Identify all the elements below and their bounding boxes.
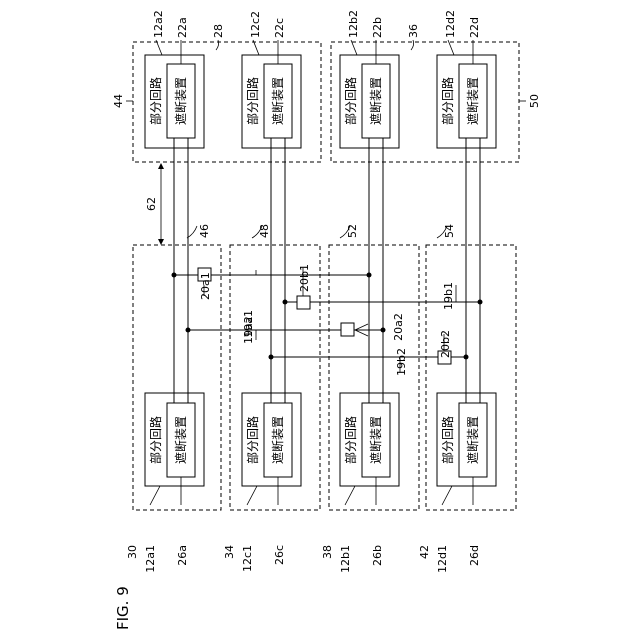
gap-arrow-62 [158, 163, 164, 245]
breaker-label: 遮断装置 [465, 416, 480, 464]
label-46: 46 [198, 224, 211, 238]
label-22a: 22a [176, 17, 189, 38]
label-19b2: 19b2 [395, 348, 408, 376]
label-54: 54 [443, 224, 456, 238]
label-12d2: 12d2 [444, 10, 457, 38]
label-22b: 22b [371, 17, 384, 38]
label-12a1: 12a1 [144, 545, 157, 573]
label-28: 28 [212, 24, 225, 38]
label-26c: 26c [273, 545, 286, 565]
subcircuit-label: 部分回路 [148, 416, 163, 464]
switch-20b1 [297, 296, 310, 309]
label-12b2: 12b2 [347, 10, 360, 38]
label-20a1: 20a1 [199, 272, 212, 300]
subcircuit-label: 部分回路 [343, 416, 358, 464]
subcircuit-label: 部分回路 [440, 77, 455, 125]
label-38: 38 [321, 545, 334, 559]
label-36: 36 [407, 24, 420, 38]
switch-20a2 [341, 323, 354, 336]
label-30: 30 [126, 545, 139, 559]
label-12a2: 12a2 [152, 10, 165, 38]
figure-label: FIG. 9 [114, 586, 132, 630]
subcircuit-label: 部分回路 [245, 416, 260, 464]
label-12d1: 12d1 [436, 545, 449, 573]
subcircuit-label: 部分回路 [343, 77, 358, 125]
breaker-label: 遮断装置 [270, 77, 285, 125]
label-26a: 26a [176, 545, 189, 566]
label-19a2: 19a2 [242, 316, 255, 344]
label-12c1: 12c1 [241, 545, 254, 572]
label-44: 44 [112, 94, 125, 108]
label-34: 34 [223, 545, 236, 559]
label-12c2: 12c2 [249, 11, 262, 38]
label-26b: 26b [371, 545, 384, 566]
label-20a2: 20a2 [392, 313, 405, 341]
bus-lines [174, 275, 480, 357]
breaker-label: 遮断装置 [368, 77, 383, 125]
breaker-label: 遮断装置 [173, 77, 188, 125]
label-62: 62 [145, 197, 158, 211]
label-19b1: 19b1 [442, 282, 455, 310]
label-12b1: 12b1 [339, 545, 352, 573]
vertical-wires [174, 138, 480, 403]
label-22d: 22d [468, 17, 481, 38]
subcircuit-label: 部分回路 [440, 416, 455, 464]
breaker-label: 遮断装置 [465, 77, 480, 125]
label-52: 52 [346, 224, 359, 238]
label-48: 48 [258, 224, 271, 238]
junction-dots [172, 273, 483, 360]
label-20b1: 20b1 [298, 264, 311, 292]
breaker-label: 遮断装置 [270, 416, 285, 464]
label-22c: 22c [273, 18, 286, 38]
breaker-label: 遮断装置 [368, 416, 383, 464]
label-26d: 26d [468, 545, 481, 566]
breaker-label: 遮断装置 [173, 416, 188, 464]
label-42: 42 [418, 545, 431, 559]
label-20b2: 20b2 [439, 330, 452, 358]
subcircuit-label: 部分回路 [245, 77, 260, 125]
label-50: 50 [528, 94, 541, 108]
subcircuit-label: 部分回路 [148, 77, 163, 125]
